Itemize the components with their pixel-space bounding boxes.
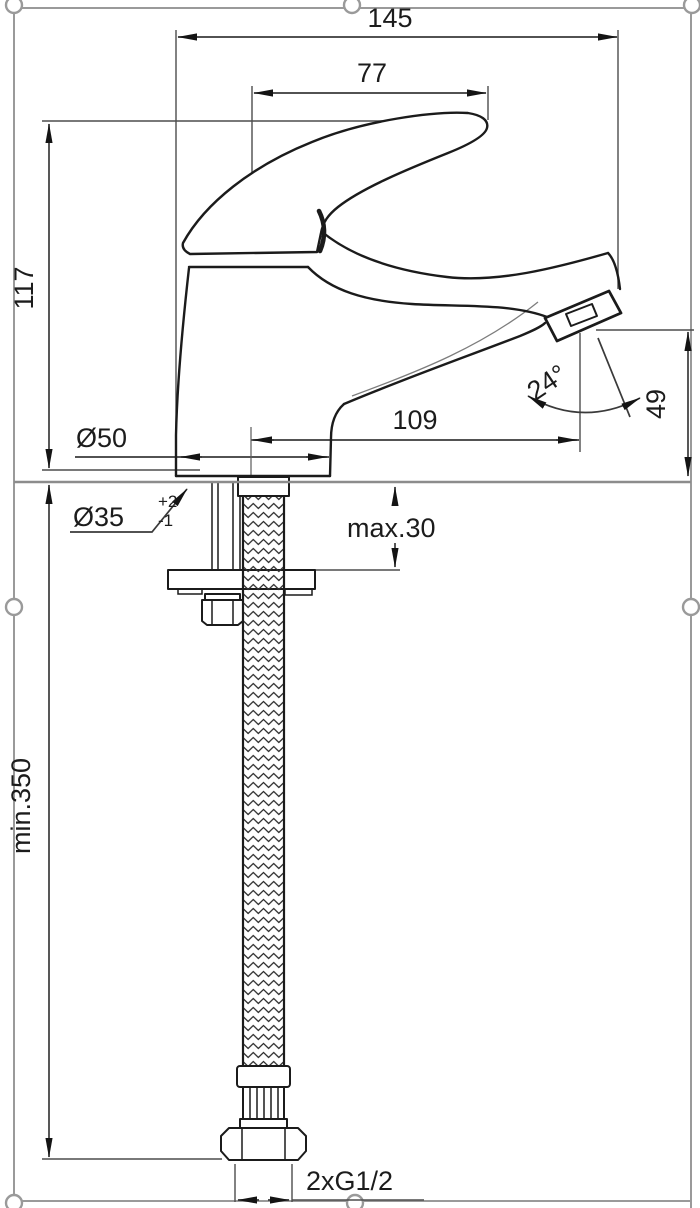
below-deck-assembly xyxy=(167,476,316,1161)
hose-connection-nut xyxy=(220,1127,307,1161)
hose-band xyxy=(239,1118,288,1129)
drawing-frame xyxy=(4,0,700,1208)
registration-mark xyxy=(345,1193,365,1208)
dim-spout-reach: 109 xyxy=(392,405,437,435)
dim-hole-diameter: Ø35 xyxy=(73,502,124,532)
hose-ferrule xyxy=(236,1065,291,1088)
dim-min-hose-length: min.350 xyxy=(6,758,36,854)
registration-mark xyxy=(4,0,24,15)
dim-hole-tol-upper: +2 xyxy=(158,492,177,511)
extension-lines xyxy=(42,30,694,1202)
faucet-lever xyxy=(181,111,489,256)
dim-lever-length: 77 xyxy=(357,58,387,88)
dimension-lines xyxy=(45,33,692,1204)
dim-thread-spec: 2xG1/2 xyxy=(306,1166,393,1196)
dim-spout-angle: 24° xyxy=(522,359,573,407)
spout-aerator xyxy=(543,289,623,343)
dim-base-diameter: Ø50 xyxy=(76,423,127,453)
spout-top-edge xyxy=(319,229,610,280)
faucet-outline xyxy=(174,111,623,478)
dim-max-deck-thickness: max.30 xyxy=(347,513,436,543)
supply-hose-braid xyxy=(243,483,284,1067)
registration-mark xyxy=(4,1193,24,1208)
dim-body-height: 117 xyxy=(9,266,39,309)
registration-mark xyxy=(4,597,24,617)
mounting-flange xyxy=(167,569,316,590)
dim-outlet-height: 49 xyxy=(641,389,671,419)
registration-mark xyxy=(682,0,700,15)
faucet-body xyxy=(174,266,191,478)
mounting-nut xyxy=(201,599,244,626)
dim-overall-length: 145 xyxy=(367,3,412,33)
dim-hole-tol-lower: -1 xyxy=(158,511,173,530)
hose-shank xyxy=(237,476,290,497)
registration-mark xyxy=(681,597,700,617)
registration-mark xyxy=(342,0,362,15)
lever-pivot xyxy=(316,208,327,254)
